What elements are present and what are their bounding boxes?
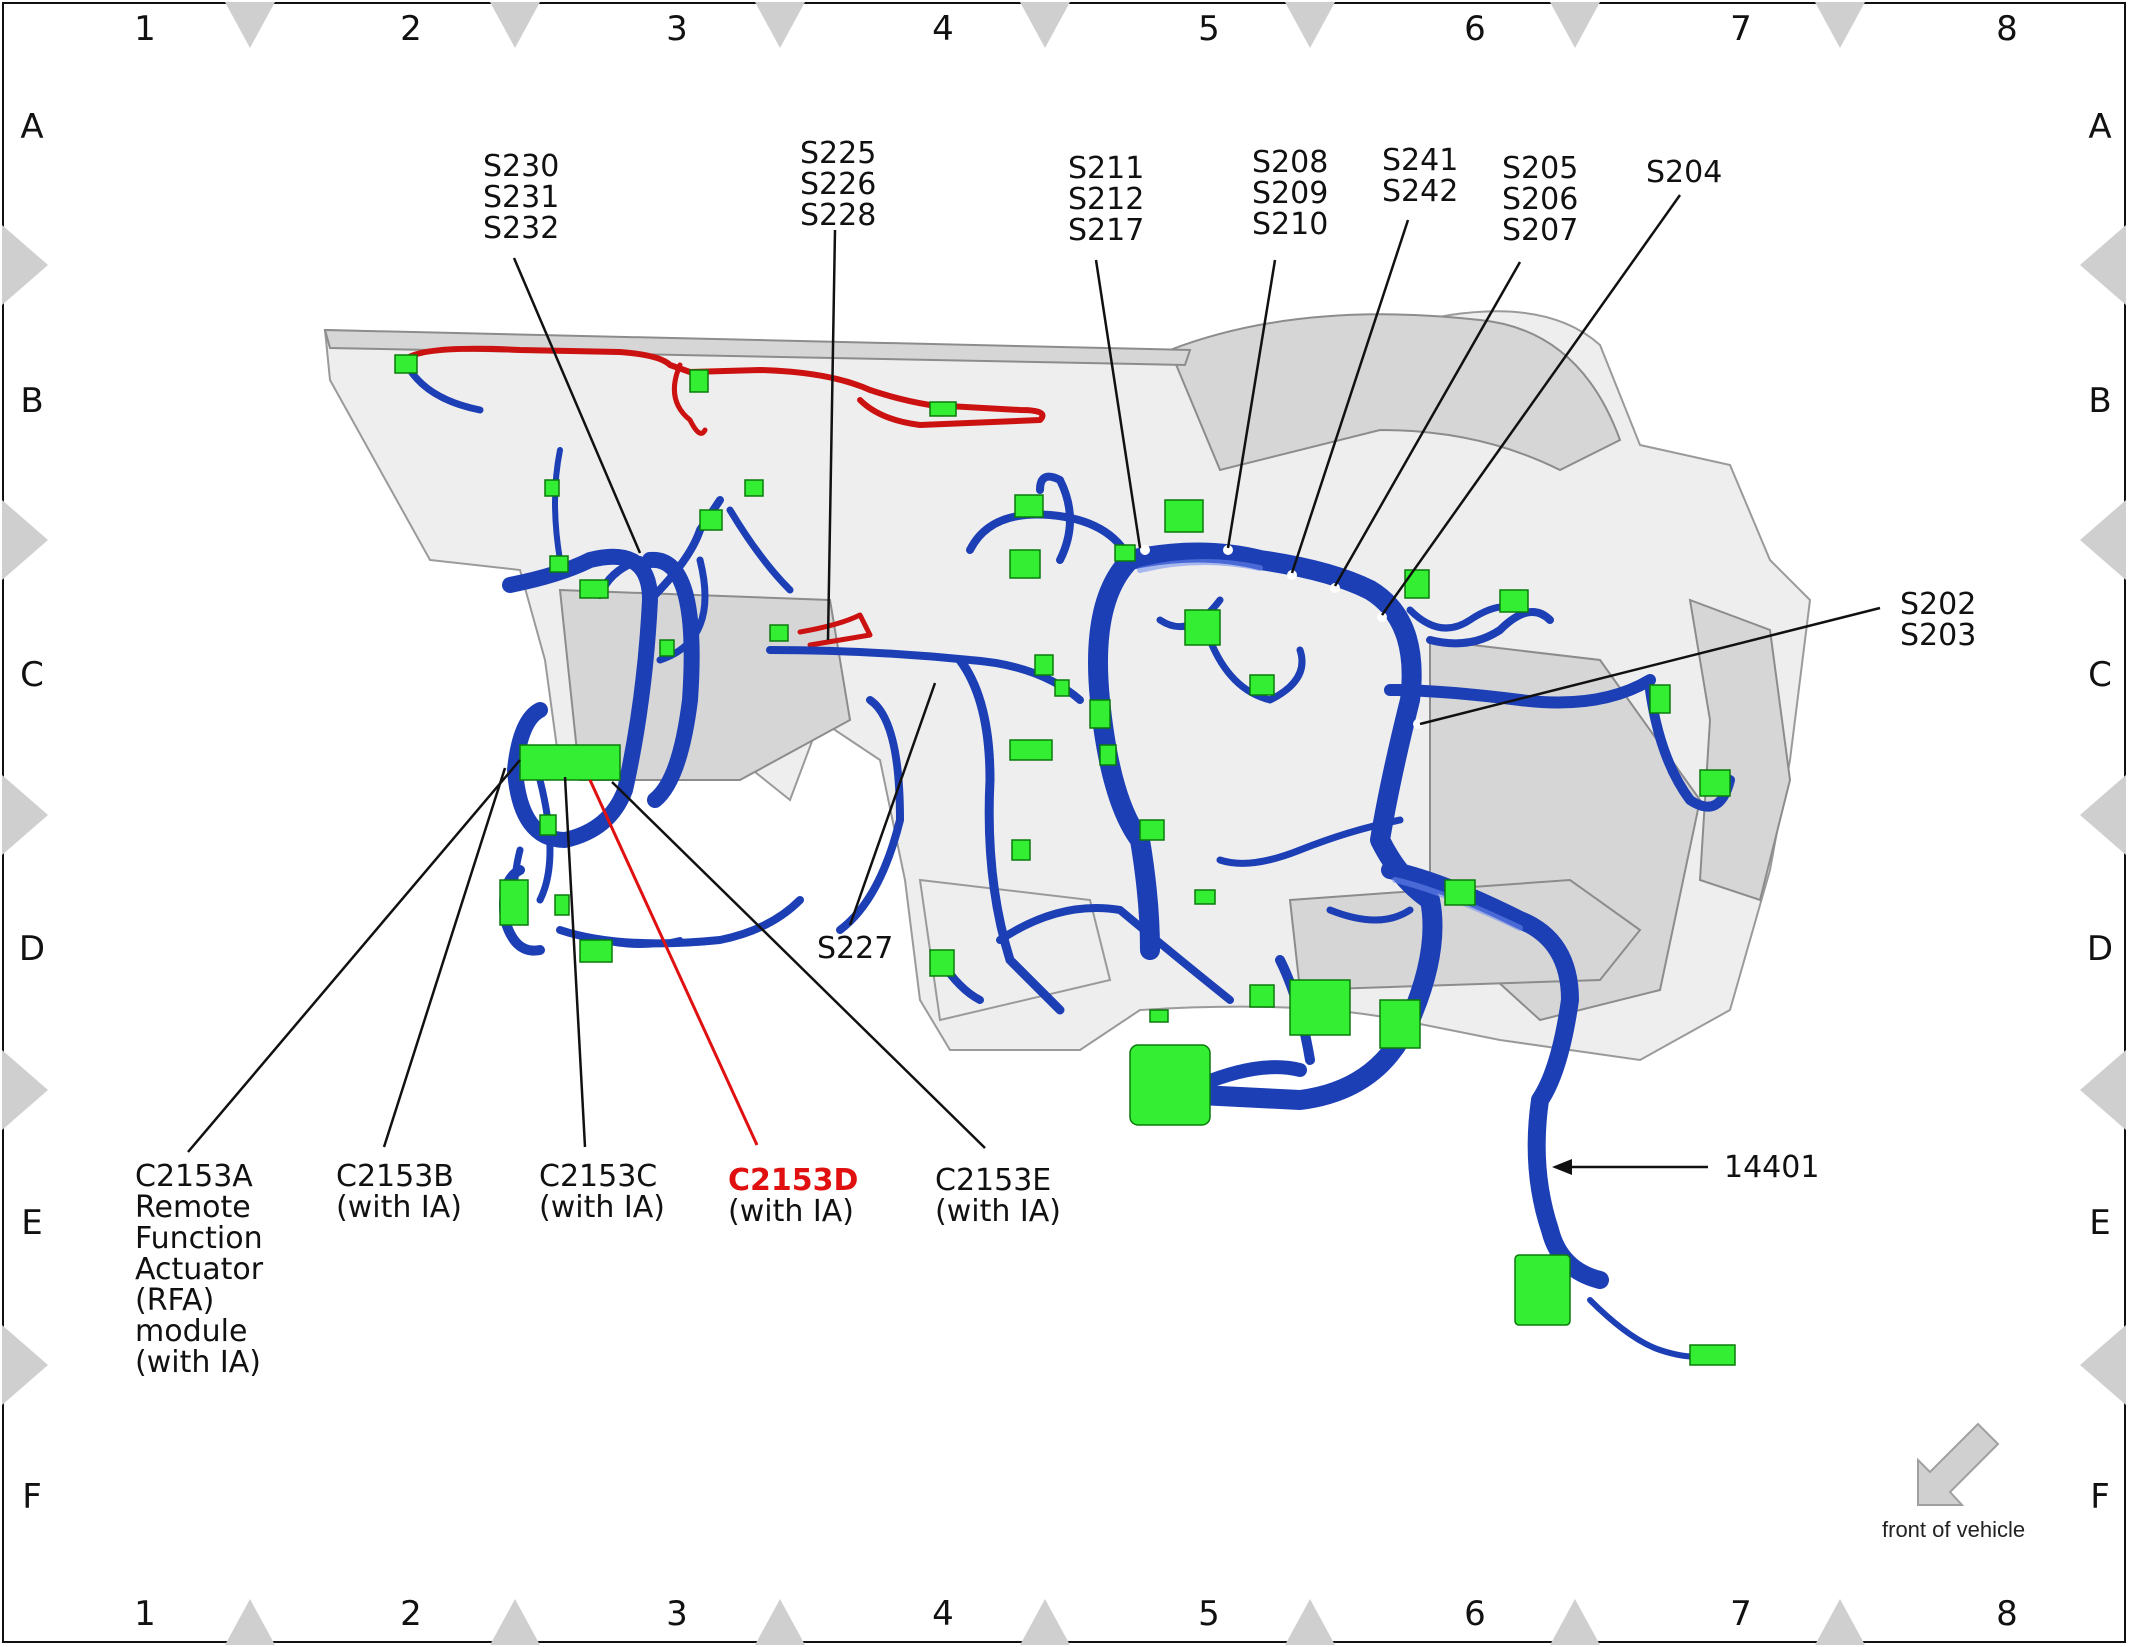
connector-label-c2153a: Actuator bbox=[135, 1252, 264, 1287]
splice-label: S211 bbox=[1068, 151, 1144, 186]
connector-label-c2153e: (with IA) bbox=[935, 1194, 1061, 1229]
col-label: 5 bbox=[1198, 1594, 1220, 1634]
col-label: 6 bbox=[1464, 9, 1486, 49]
splice-label: S231 bbox=[483, 180, 559, 215]
row-label: C bbox=[2088, 655, 2112, 695]
connector-labels: C2153A Remote Function Actuator (RFA) mo… bbox=[135, 1150, 1819, 1380]
orientation-label: front of vehicle bbox=[1882, 1517, 2025, 1542]
splice-label: S210 bbox=[1252, 207, 1328, 242]
splice-label: S207 bbox=[1502, 213, 1578, 248]
splice-label: S206 bbox=[1502, 182, 1578, 217]
splice-points bbox=[1140, 545, 1423, 729]
splice-label: S209 bbox=[1252, 176, 1328, 211]
connector-label-c2153a: (with IA) bbox=[135, 1345, 261, 1380]
harness-label: 14401 bbox=[1724, 1150, 1819, 1185]
row-label: D bbox=[2087, 929, 2113, 969]
connector-label-c2153a: module bbox=[135, 1314, 247, 1349]
connector-label-c2153b: C2153B bbox=[336, 1159, 454, 1194]
connector-label-c2153a: C2153A bbox=[135, 1159, 253, 1194]
connector-label-c2153c: (with IA) bbox=[539, 1190, 665, 1225]
col-label: 6 bbox=[1464, 1594, 1486, 1634]
splice-label: S208 bbox=[1252, 145, 1328, 180]
connector-label-c2153a: Remote bbox=[135, 1190, 251, 1225]
connector-label-c2153a: Function bbox=[135, 1221, 263, 1256]
col-label: 8 bbox=[1996, 9, 2018, 49]
connector-label-c2153e: C2153E bbox=[935, 1163, 1051, 1198]
row-label: F bbox=[22, 1477, 42, 1517]
splice-labels: S230 S231 S232 S225 S226 S228 S211 S212 … bbox=[483, 136, 1976, 966]
connectors bbox=[394, 354, 1736, 1366]
grid-rows-left: A B C D E F bbox=[19, 107, 45, 1517]
row-label: F bbox=[2090, 1477, 2110, 1517]
row-label: A bbox=[2088, 107, 2111, 147]
col-label: 8 bbox=[1996, 1594, 2018, 1634]
splice-label: S241 bbox=[1382, 143, 1458, 178]
col-label: 2 bbox=[400, 9, 422, 49]
col-label: 4 bbox=[932, 9, 954, 49]
row-label: A bbox=[20, 107, 43, 147]
splice-label: S204 bbox=[1646, 155, 1722, 190]
splice-label: S202 bbox=[1900, 587, 1976, 622]
splice-label: S212 bbox=[1068, 182, 1144, 217]
grid-columns-bottom: 1 2 3 4 5 6 7 8 bbox=[134, 1594, 2018, 1634]
splice-label: S227 bbox=[817, 931, 893, 966]
splice-label: S230 bbox=[483, 149, 559, 184]
orientation-indicator: front of vehicle bbox=[1882, 1422, 2025, 1542]
col-label: 5 bbox=[1198, 9, 1220, 49]
connector-label-c2153c: C2153C bbox=[539, 1159, 657, 1194]
splice-label: S203 bbox=[1900, 618, 1976, 653]
connector-label-c2153d: C2153D bbox=[728, 1163, 858, 1198]
connector-label-c2153a: (RFA) bbox=[135, 1283, 214, 1318]
connector-label-c2153d: (with IA) bbox=[728, 1194, 854, 1229]
col-label: 4 bbox=[932, 1594, 954, 1634]
col-label: 7 bbox=[1730, 9, 1752, 49]
splice-label: S228 bbox=[800, 198, 876, 233]
col-label: 1 bbox=[134, 9, 156, 49]
row-label: B bbox=[2088, 381, 2111, 421]
row-label: E bbox=[2089, 1203, 2110, 1243]
leader-lines bbox=[187, 194, 1881, 1175]
col-label: 3 bbox=[666, 1594, 688, 1634]
arrow-down-left-icon bbox=[1917, 1422, 2000, 1506]
splice-label: S226 bbox=[800, 167, 876, 202]
splice-label: S225 bbox=[800, 136, 876, 171]
grid-columns-top: 1 2 3 4 5 6 7 8 bbox=[134, 9, 2018, 49]
col-label: 7 bbox=[1730, 1594, 1752, 1634]
row-label: C bbox=[20, 655, 44, 695]
grid-rows-right: A B C D E F bbox=[2087, 107, 2113, 1517]
connector-label-c2153b: (with IA) bbox=[336, 1190, 462, 1225]
splice-label: S217 bbox=[1068, 213, 1144, 248]
splice-label: S232 bbox=[483, 211, 559, 246]
splice-label: S205 bbox=[1502, 151, 1578, 186]
row-label: E bbox=[21, 1203, 42, 1243]
col-label: 1 bbox=[134, 1594, 156, 1634]
col-label: 3 bbox=[666, 9, 688, 49]
red-circuit bbox=[402, 345, 1046, 648]
splice-label: S242 bbox=[1382, 174, 1458, 209]
row-label: D bbox=[19, 929, 45, 969]
col-label: 2 bbox=[400, 1594, 422, 1634]
row-label: B bbox=[20, 381, 43, 421]
